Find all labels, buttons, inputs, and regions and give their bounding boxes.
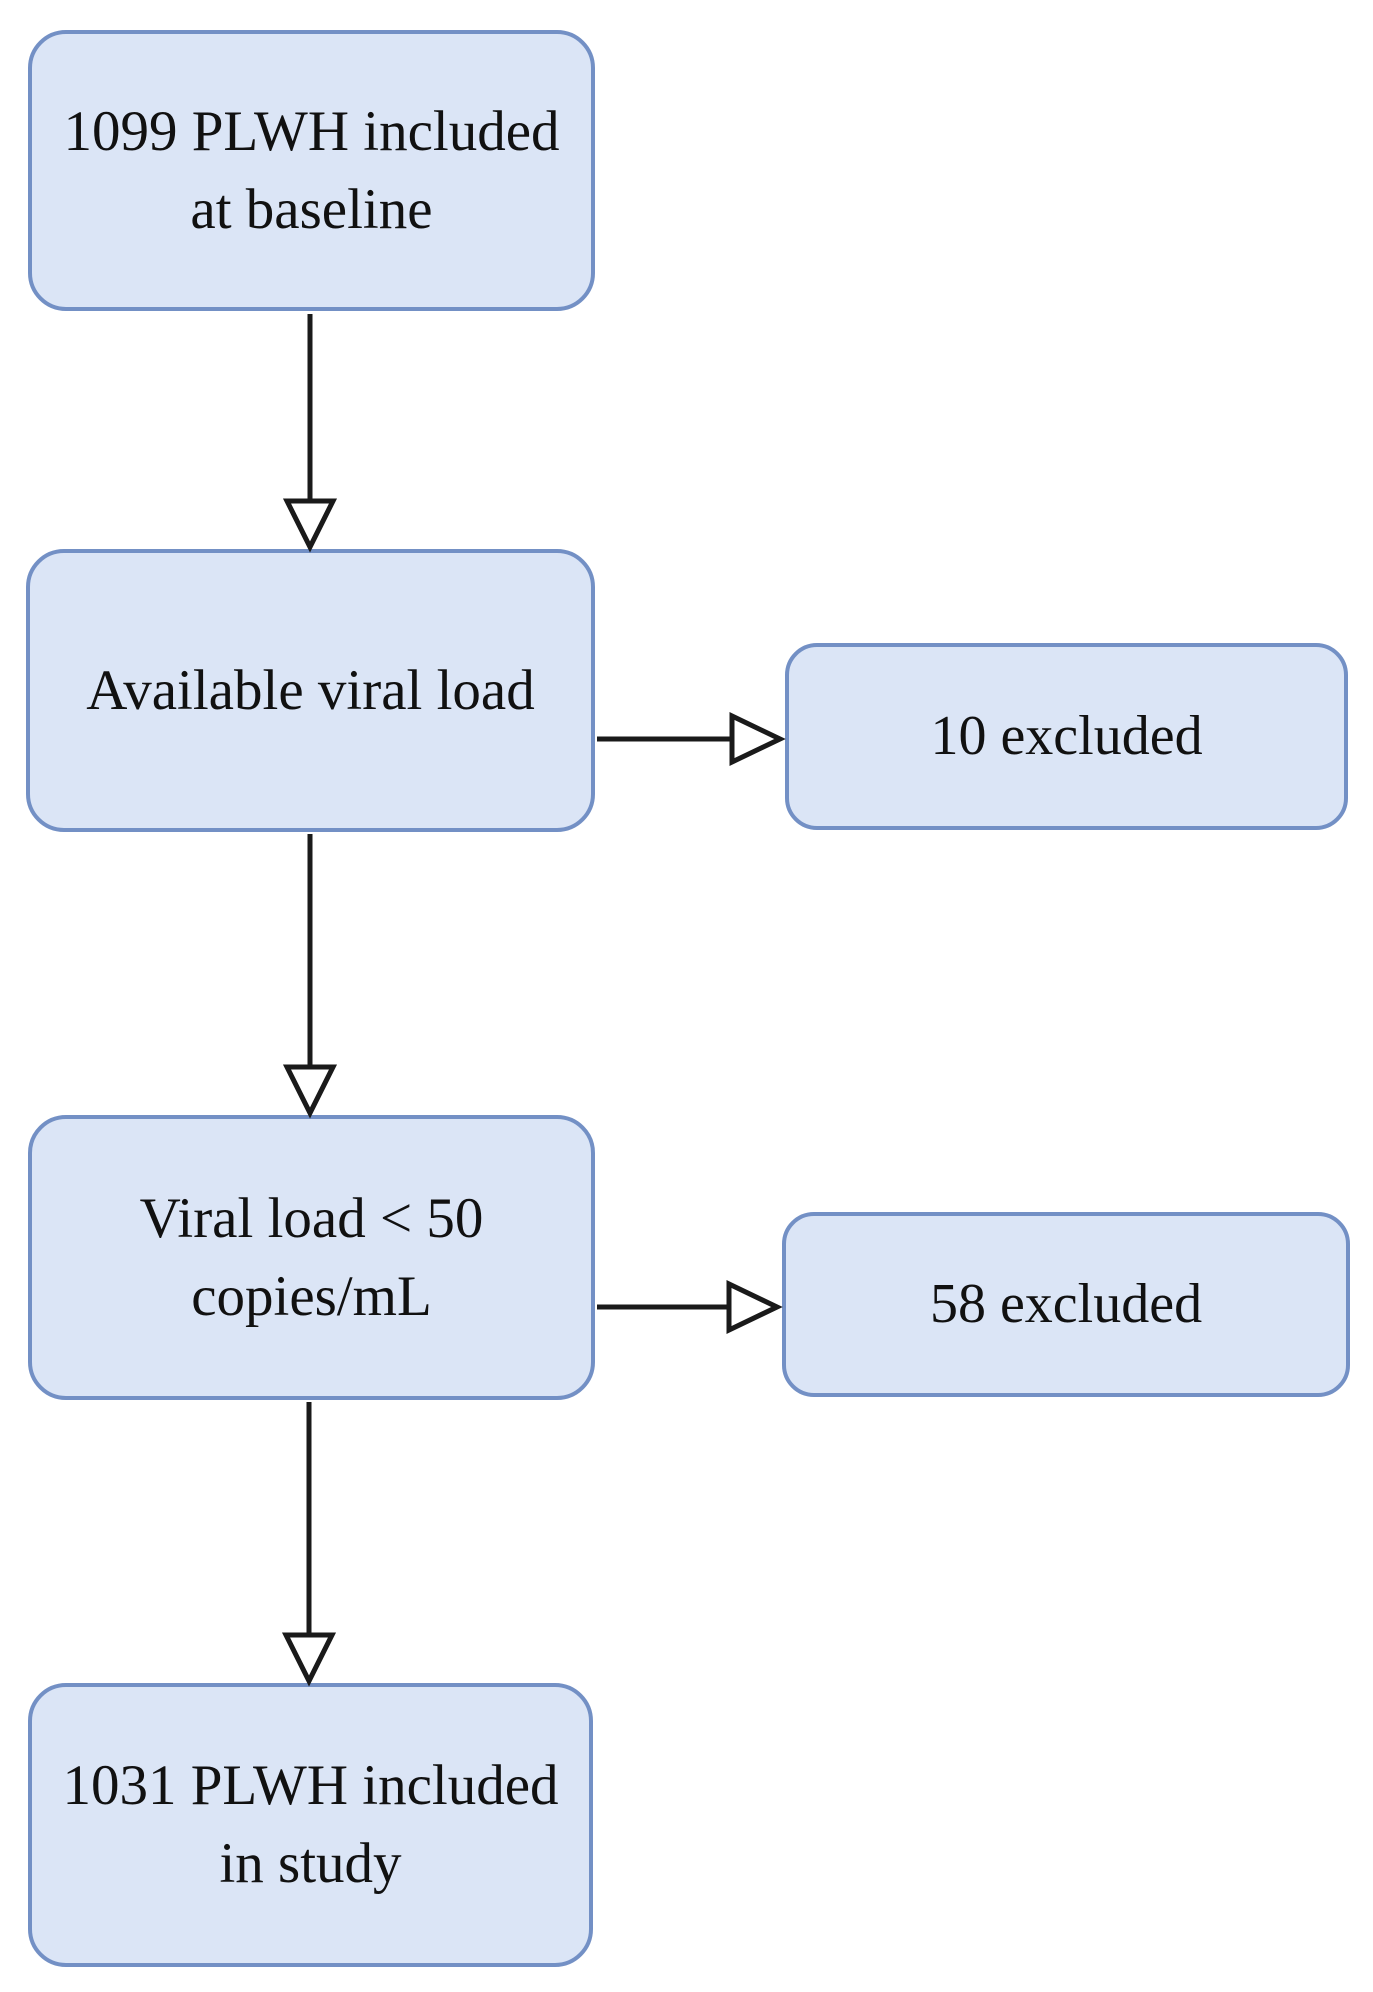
arrow-right-2-head (726, 1280, 783, 1334)
node-available-viral-load: Available viral load (26, 549, 595, 832)
node-label-line: copies/mL (191, 1264, 432, 1328)
node-baseline: 1099 PLWH included at baseline (28, 30, 595, 311)
node-excluded-58: 58 excluded (782, 1212, 1350, 1397)
arrow-down-2-head (282, 1064, 338, 1119)
node-label-line: 1099 PLWH included (63, 99, 560, 163)
node-included-in-study: 1031 PLWH included in study (28, 1683, 593, 1967)
node-viral-load-lt-50: Viral load < 50 copies/mL (28, 1115, 595, 1400)
node-label-line: Viral load < 50 (139, 1186, 484, 1250)
node-label-line: in study (219, 1832, 402, 1895)
arrow-right-1-head (729, 712, 786, 766)
node-label-line: 10 excluded (930, 705, 1203, 768)
arrow-down-3-head (281, 1632, 337, 1687)
node-label-line: 58 excluded (929, 1273, 1203, 1336)
node-excluded-10: 10 excluded (785, 643, 1348, 830)
node-label-line: Available viral load (86, 658, 535, 722)
arrow-down-1-head (282, 498, 338, 553)
node-label-line: 1031 PLWH included (62, 1754, 559, 1818)
node-label-line: at baseline (190, 177, 433, 241)
